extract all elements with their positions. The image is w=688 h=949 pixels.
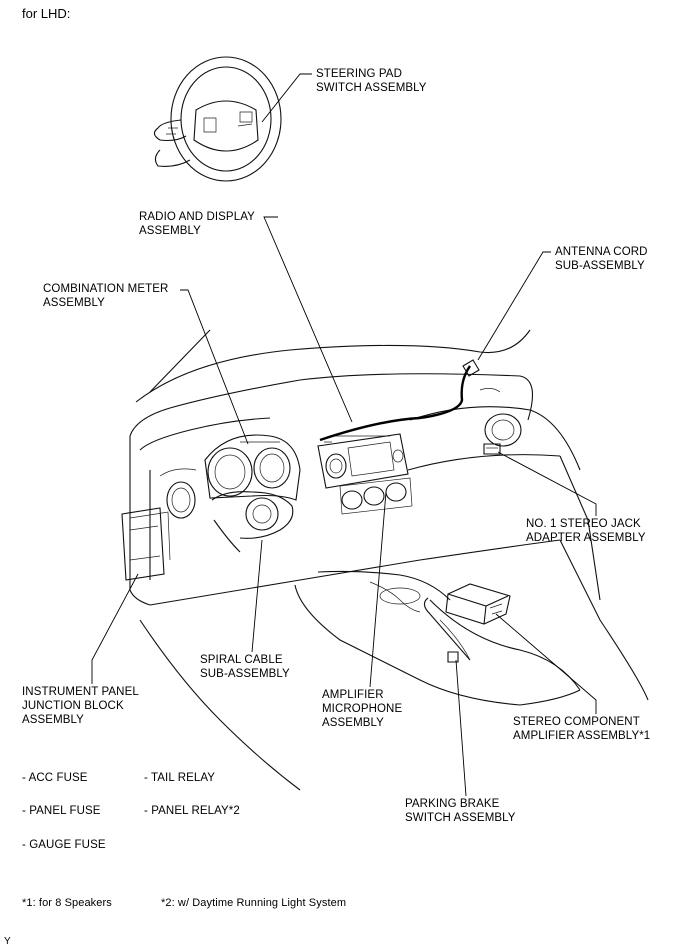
label-amplifier-microphone: AMPLIFIER MICROPHONE ASSEMBLY <box>322 688 402 730</box>
label-spiral-cable: SPIRAL CABLE SUB-ASSEMBLY <box>200 653 290 681</box>
label-line: COMBINATION METER <box>43 283 169 295</box>
label-steering-pad-switch: STEERING PAD SWITCH ASSEMBLY <box>316 67 427 95</box>
label-stereo-jack-adapter: NO. 1 STEREO JACK ADAPTER ASSEMBLY <box>526 517 646 545</box>
label-line: SPIRAL CABLE <box>200 654 283 666</box>
label-line: MICROPHONE <box>322 703 403 715</box>
footnote-8-speakers: *1: for 8 Speakers <box>22 897 112 909</box>
label-line: RADIO AND DISPLAY <box>139 211 255 223</box>
label-parking-brake-switch: PARKING BRAKE SWITCH ASSEMBLY <box>405 797 516 825</box>
label-line: SWITCH ASSEMBLY <box>316 82 427 94</box>
label-radio-display: RADIO AND DISPLAY ASSEMBLY <box>139 210 255 238</box>
label-line: INSTRUMENT PANEL <box>22 686 139 698</box>
label-line: SUB-ASSEMBLY <box>200 668 290 680</box>
label-line: ASSEMBLY <box>322 717 384 729</box>
leader-lines <box>91 73 597 797</box>
jb-item-acc-fuse: - ACC FUSE <box>22 772 88 784</box>
label-combination-meter: COMBINATION METER ASSEMBLY <box>43 282 168 310</box>
label-instrument-panel-jb: INSTRUMENT PANEL JUNCTION BLOCK ASSEMBLY <box>22 685 139 727</box>
jb-item-panel-fuse: - PANEL FUSE <box>22 805 101 817</box>
dashboard-drawing <box>121 329 649 791</box>
label-line: SUB-ASSEMBLY <box>555 260 645 272</box>
label-line: NO. 1 STEREO JACK <box>526 518 641 530</box>
label-line: ADAPTER ASSEMBLY <box>526 532 646 544</box>
label-line: ANTENNA CORD <box>555 246 648 258</box>
jb-item-tail-relay: - TAIL RELAY <box>144 772 216 784</box>
label-line: ASSEMBLY <box>43 297 105 309</box>
page-title: for LHD: <box>22 6 71 21</box>
label-line: ASSEMBLY <box>22 714 84 726</box>
footnote-drl-system: *2: w/ Daytime Running Light System <box>161 897 347 909</box>
label-line: AMPLIFIER ASSEMBLY*1 <box>513 730 651 742</box>
label-line: STEREO COMPONENT <box>513 716 640 728</box>
label-line: STEERING PAD <box>316 68 402 80</box>
label-line: ASSEMBLY <box>139 225 201 237</box>
jb-item-gauge-fuse: - GAUGE FUSE <box>22 839 106 851</box>
steering-wheel-drawing <box>153 56 282 182</box>
label-antenna-cord: ANTENNA CORD SUB-ASSEMBLY <box>555 245 648 273</box>
label-line: PARKING BRAKE <box>405 798 500 810</box>
label-stereo-amplifier: STEREO COMPONENT AMPLIFIER ASSEMBLY*1 <box>513 715 650 743</box>
label-line: JUNCTION BLOCK <box>22 700 124 712</box>
jb-item-panel-relay: - PANEL RELAY*2 <box>144 805 240 817</box>
label-line: AMPLIFIER <box>322 689 384 701</box>
corner-mark: Y <box>4 936 11 947</box>
label-line: SWITCH ASSEMBLY <box>405 812 516 824</box>
